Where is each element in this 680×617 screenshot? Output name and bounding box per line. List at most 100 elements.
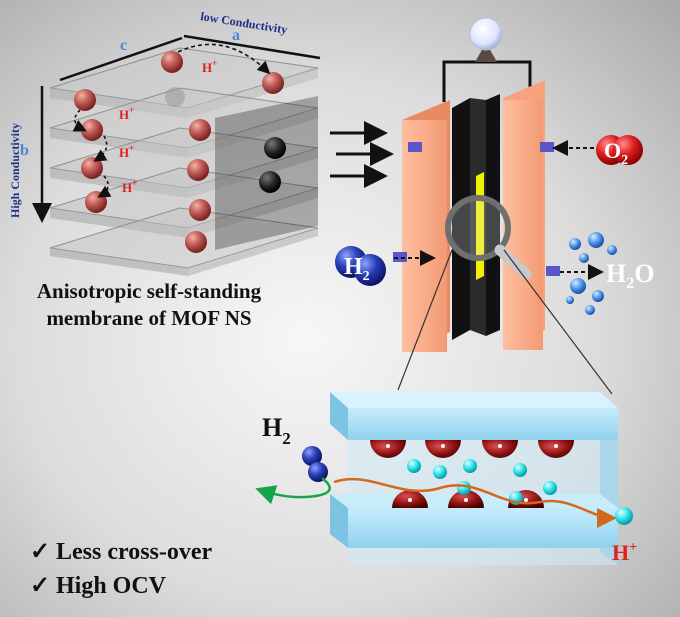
proton-label: H+ xyxy=(119,143,134,160)
zoom-proton-label: H+ xyxy=(612,540,637,565)
low-conductivity-label: low Conductivity xyxy=(200,9,289,37)
proton-ion xyxy=(513,463,527,477)
zoom-bottom-edge xyxy=(330,494,348,548)
bubble xyxy=(579,253,589,263)
electrode-panel xyxy=(486,94,500,336)
zoom-top-face xyxy=(330,392,618,408)
inlet-port xyxy=(393,252,407,262)
bubble xyxy=(566,296,574,304)
proton-label-inplane: H+ xyxy=(202,58,217,75)
hop-arrow xyxy=(72,109,87,132)
h2-label: H2 xyxy=(344,254,370,284)
hop-arrow xyxy=(93,135,108,162)
zoom-bottom-slab xyxy=(348,508,618,548)
exit-proton xyxy=(615,507,633,525)
h2o-label: H2O xyxy=(606,259,654,292)
zoom-h2-label: H2 xyxy=(262,413,291,448)
h2-molecule xyxy=(354,254,386,286)
axis-a-line xyxy=(183,34,321,60)
proton-ball-dark xyxy=(264,137,286,159)
fuel-cell: O2 H2 H2O xyxy=(335,17,654,395)
proton-site xyxy=(482,440,518,458)
bubble xyxy=(592,290,604,302)
bubble xyxy=(585,305,595,315)
h2-molecule-zoom xyxy=(302,446,322,466)
check-icon: ✓ xyxy=(30,539,51,565)
proton-ball xyxy=(74,89,96,111)
benefit-item: ✓High OCV xyxy=(30,569,212,603)
proton-ball xyxy=(185,231,207,253)
membrane-caption: Anisotropic self-standing membrane of MO… xyxy=(14,278,284,332)
zoom-line xyxy=(503,249,613,395)
assembly-arrows xyxy=(330,121,394,188)
site-dot xyxy=(408,498,412,502)
membrane-layer xyxy=(49,207,319,276)
site-dot xyxy=(554,444,558,448)
site-dot xyxy=(524,498,528,502)
proton-ion xyxy=(457,481,471,495)
electrode-panel xyxy=(452,98,470,340)
proton-ion xyxy=(543,481,557,495)
axis-c-label: c xyxy=(120,37,127,54)
proton-ball-faded xyxy=(165,87,185,107)
axis-b-label: b xyxy=(20,142,29,159)
site-dot xyxy=(498,444,502,448)
membrane-protons xyxy=(74,51,286,253)
proton-ball xyxy=(81,119,103,141)
bulb-base xyxy=(475,48,497,62)
site-dot xyxy=(441,444,445,448)
bubble xyxy=(570,278,586,294)
membrane-layer xyxy=(49,167,319,238)
axis-c-line xyxy=(59,36,183,82)
site-dot xyxy=(464,498,468,502)
proton-ball-dark xyxy=(259,171,281,193)
blocked-arrow xyxy=(255,477,331,505)
zoom-top-edge xyxy=(330,392,348,440)
inlet-port xyxy=(408,142,422,152)
inlet-port xyxy=(540,142,554,152)
bubble xyxy=(607,245,617,255)
zoom-top-slab xyxy=(348,408,618,440)
proton-ball xyxy=(187,159,209,181)
benefits-list: ✓Less cross-over ✓High OCV xyxy=(30,535,212,603)
water-bubbles xyxy=(566,232,617,315)
benefit-text: Less cross-over xyxy=(56,539,213,565)
bubble xyxy=(588,232,604,248)
magnifier-icon xyxy=(445,195,511,261)
caption-line-1: Anisotropic self-standing xyxy=(36,279,262,303)
proton-ball xyxy=(161,51,183,73)
benefit-item: ✓Less cross-over xyxy=(30,535,212,569)
proton-ball xyxy=(189,119,211,141)
proton-site xyxy=(425,440,461,458)
hop-arrow xyxy=(97,175,112,198)
proton-label: H+ xyxy=(122,178,137,195)
proton-hops: H+ H+ H+ H+ xyxy=(72,43,271,198)
h2-molecule-zoom xyxy=(308,462,328,482)
proton-ion xyxy=(407,459,421,473)
anode-slab xyxy=(402,120,447,352)
site-dot xyxy=(386,444,390,448)
high-conductivity-label: High Conductivity xyxy=(8,123,22,218)
caption-line-2: membrane of MOF NS xyxy=(46,306,252,330)
lightbulb-icon xyxy=(469,17,503,51)
bubble xyxy=(569,238,581,250)
proton-ion xyxy=(463,459,477,473)
proton-ball xyxy=(81,157,103,179)
o2-label: O2 xyxy=(604,138,628,168)
zoom-line xyxy=(397,249,453,391)
proton-path xyxy=(333,477,617,528)
o2-molecule xyxy=(613,135,643,165)
outlet-port xyxy=(546,266,560,276)
proton-site xyxy=(538,440,574,458)
proton-ion xyxy=(433,465,447,479)
proton-site xyxy=(370,440,406,458)
benefit-text: High OCV xyxy=(56,573,167,599)
proton-label: H+ xyxy=(119,105,134,122)
proton-ball xyxy=(262,72,284,94)
proton-ball xyxy=(189,199,211,221)
hop-arrow-inplane xyxy=(177,43,271,75)
axis-a-label: a xyxy=(232,27,240,44)
check-icon: ✓ xyxy=(30,573,51,599)
zoom-membrane: H2 H+ xyxy=(255,392,637,565)
